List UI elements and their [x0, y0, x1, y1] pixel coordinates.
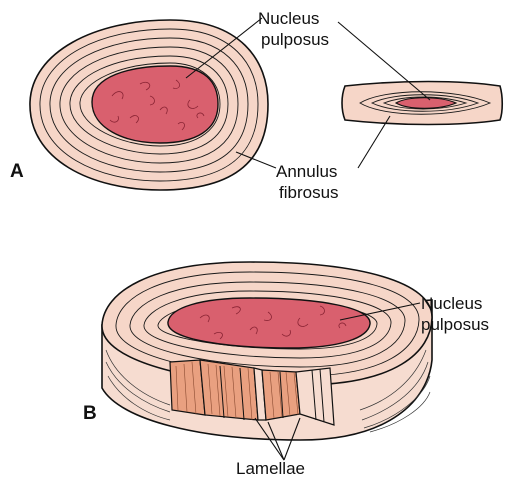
panel-a-letter: A [10, 161, 24, 182]
panel-a: Nucleus pulposus Annulus fibrosus A [10, 9, 502, 202]
lamellae-label: Lamellae [236, 459, 305, 478]
panel-b: Nucleus pulposus Lamellae B [83, 262, 489, 478]
nucleus-pulposus-label-a-line1: Nucleus [258, 9, 319, 28]
annulus-fibrosus-label-line1: Annulus [276, 162, 337, 181]
nucleus-pulposus-label-b-line2: pulposus [421, 315, 489, 334]
nucleus-pulposus-top [92, 66, 218, 143]
panel-b-letter: B [83, 403, 97, 424]
disc-side-view [342, 82, 502, 125]
annulus-fibrosus-label-line2: fibrosus [279, 183, 339, 202]
nucleus-pulposus-label-b-line1: Nucleus [421, 294, 482, 313]
lamellae-cut-face [170, 360, 205, 415]
nucleus-pulposus-label-a-line2: pulposus [261, 30, 329, 49]
nucleus-pulposus-3d [168, 298, 370, 348]
disc-top-view [30, 20, 268, 190]
disc-3d-cutaway [102, 262, 432, 440]
